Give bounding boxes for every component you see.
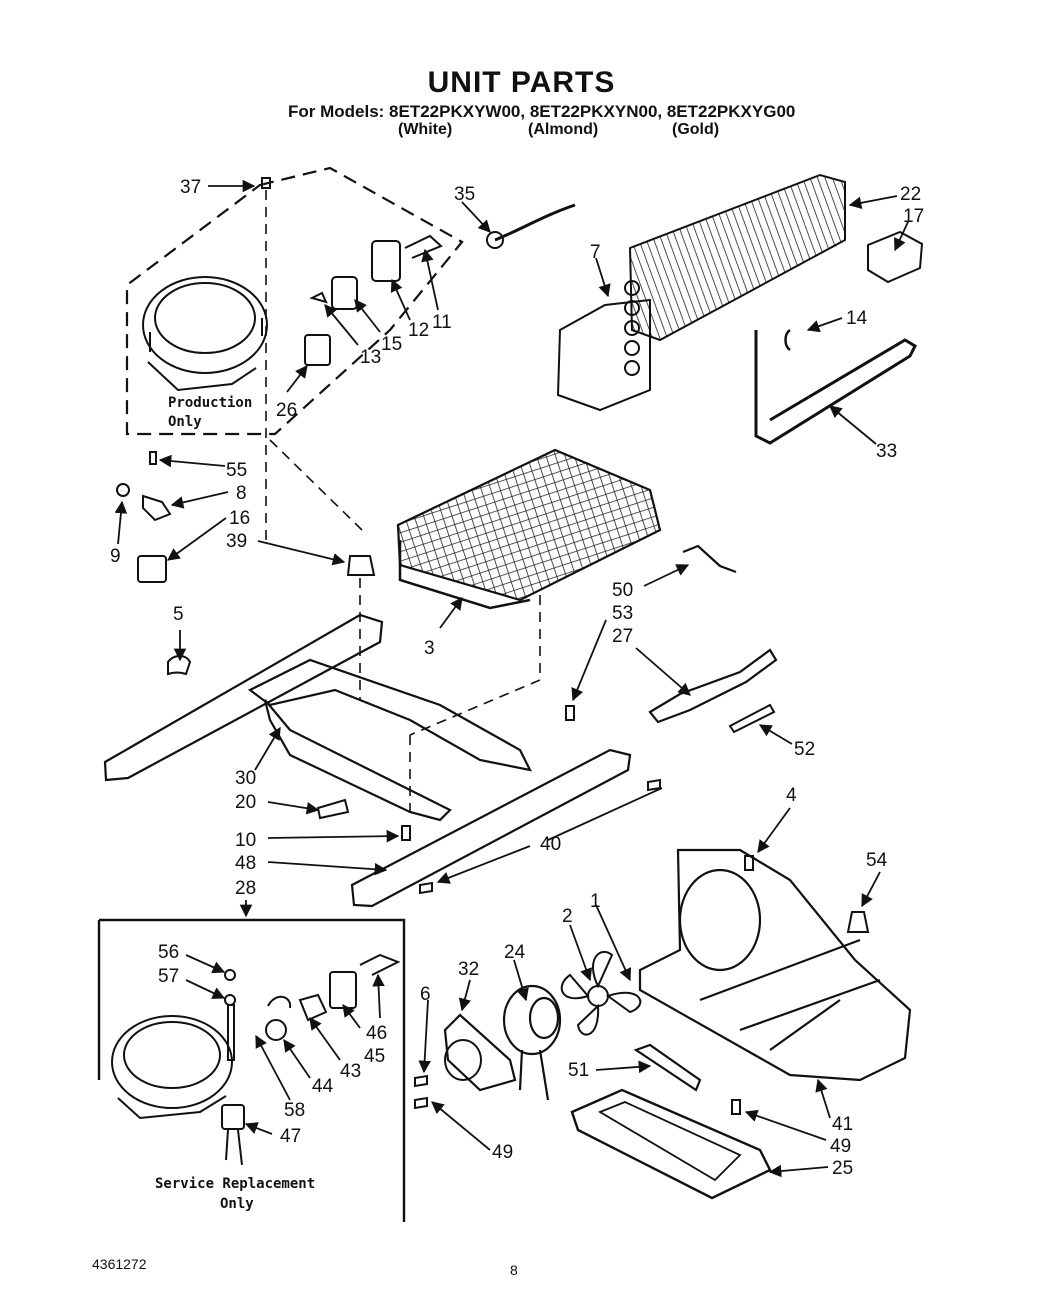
clip-icon xyxy=(784,328,791,352)
callout-50: 50 xyxy=(612,580,633,601)
callout-49: 49 xyxy=(492,1142,513,1163)
callout-13: 13 xyxy=(360,347,381,368)
variant-gold: (Gold) xyxy=(672,121,720,138)
page-title: UNIT PARTS xyxy=(427,66,616,99)
callout-39: 39 xyxy=(226,531,247,552)
callout-37: 37 xyxy=(180,177,201,198)
bracket-20-icon xyxy=(316,798,350,820)
fan-blade-icon xyxy=(560,950,642,1036)
callout-6: 6 xyxy=(420,984,431,1005)
heater-tube-icon xyxy=(754,330,917,445)
callout-49b: 49 xyxy=(830,1136,851,1157)
production-only-boundary xyxy=(125,166,464,436)
callout-43: 43 xyxy=(340,1061,361,1082)
callout-54: 54 xyxy=(866,850,888,871)
callout-30: 30 xyxy=(235,768,256,789)
callout-46: 46 xyxy=(366,1023,387,1044)
callout-15: 15 xyxy=(381,334,402,355)
callout-17: 17 xyxy=(903,206,924,227)
callout-48: 48 xyxy=(235,853,256,874)
callout-7: 7 xyxy=(590,242,601,263)
cap-54-icon xyxy=(846,911,870,933)
screwdriver-part-icon xyxy=(728,703,776,734)
callout-56: 56 xyxy=(158,942,179,963)
screw-53-icon xyxy=(565,705,575,721)
callout-47: 47 xyxy=(280,1126,301,1147)
callout-4: 4 xyxy=(786,785,797,806)
grommet-icon xyxy=(346,555,376,576)
callout-53: 53 xyxy=(612,603,633,624)
callout-26: 26 xyxy=(276,400,297,421)
callout-9: 9 xyxy=(110,546,121,567)
callout-44: 44 xyxy=(312,1076,334,1097)
variant-almond: (Almond) xyxy=(528,121,599,138)
fan-motor-icon xyxy=(502,984,562,1101)
callout-11: 11 xyxy=(432,312,452,333)
frame-rail-icon xyxy=(103,613,632,908)
callout-27: 27 xyxy=(612,626,633,647)
motor-bracket-icon xyxy=(443,1013,517,1092)
callout-8: 8 xyxy=(236,483,247,504)
screw-49-icon xyxy=(414,1074,741,1115)
sensor-wire-icon xyxy=(494,203,576,242)
callout-14: 14 xyxy=(846,308,868,329)
callout-12: 12 xyxy=(408,320,429,341)
drain-tube-icon xyxy=(633,1043,702,1092)
callout-35: 35 xyxy=(454,184,475,205)
models-line: For Models: 8ET22PKXYW00, 8ET22PKXYN00, … xyxy=(288,102,796,121)
screw-10-icon xyxy=(401,825,411,841)
callout-22: 22 xyxy=(900,184,921,205)
callout-20: 20 xyxy=(235,792,256,813)
terminal-block-icon xyxy=(867,230,924,284)
callout-25: 25 xyxy=(832,1158,853,1179)
screw-icon xyxy=(261,177,271,189)
dryer-icon xyxy=(648,648,778,724)
callout-33: 33 xyxy=(876,441,897,462)
mounting-hardware-icon xyxy=(116,451,172,583)
callout-51: 51 xyxy=(568,1060,589,1081)
fan-bracket-icon xyxy=(638,848,912,1082)
screw-40-icon xyxy=(419,881,433,895)
callout-24: 24 xyxy=(504,942,526,963)
evaporator-icon xyxy=(556,173,846,412)
production-note-line1: Production xyxy=(168,395,252,411)
callout-58: 58 xyxy=(284,1100,305,1121)
callout-57: 57 xyxy=(158,966,179,987)
callout-16: 16 xyxy=(229,508,250,529)
screw-4-icon xyxy=(744,855,754,871)
compressor-icon xyxy=(142,276,268,392)
callout-5: 5 xyxy=(173,604,184,625)
callout-3: 3 xyxy=(424,638,435,659)
callout-41: 41 xyxy=(832,1114,853,1135)
service-relay-parts-icon xyxy=(224,953,401,1061)
callout-1: 1 xyxy=(590,891,601,912)
production-note-line2: Only xyxy=(168,414,202,430)
callout-2: 2 xyxy=(562,906,573,927)
callout-28: 28 xyxy=(235,878,256,899)
service-compressor-icon xyxy=(111,1015,245,1166)
callout-55: 55 xyxy=(226,460,247,481)
callout-40: 40 xyxy=(540,834,561,855)
callout-labels: 37 35 22 17 7 14 11 12 15 13 26 33 55 8 … xyxy=(110,177,924,1179)
callout-52: 52 xyxy=(794,739,815,760)
service-note-line2: Only xyxy=(220,1196,254,1212)
leader-lines xyxy=(114,179,909,1178)
service-replacement-boundary xyxy=(99,918,406,1222)
condenser-icon xyxy=(396,448,662,602)
clamp-icon xyxy=(167,655,192,676)
service-note-line1: Service Replacement xyxy=(155,1176,315,1192)
callout-10: 10 xyxy=(235,830,256,851)
tube-50-icon xyxy=(682,544,737,574)
callout-45: 45 xyxy=(364,1046,385,1067)
document-number: 4361272 xyxy=(92,1256,147,1272)
page-number: 8 xyxy=(510,1262,518,1278)
callout-32: 32 xyxy=(458,959,479,980)
variant-white: (White) xyxy=(398,121,453,138)
